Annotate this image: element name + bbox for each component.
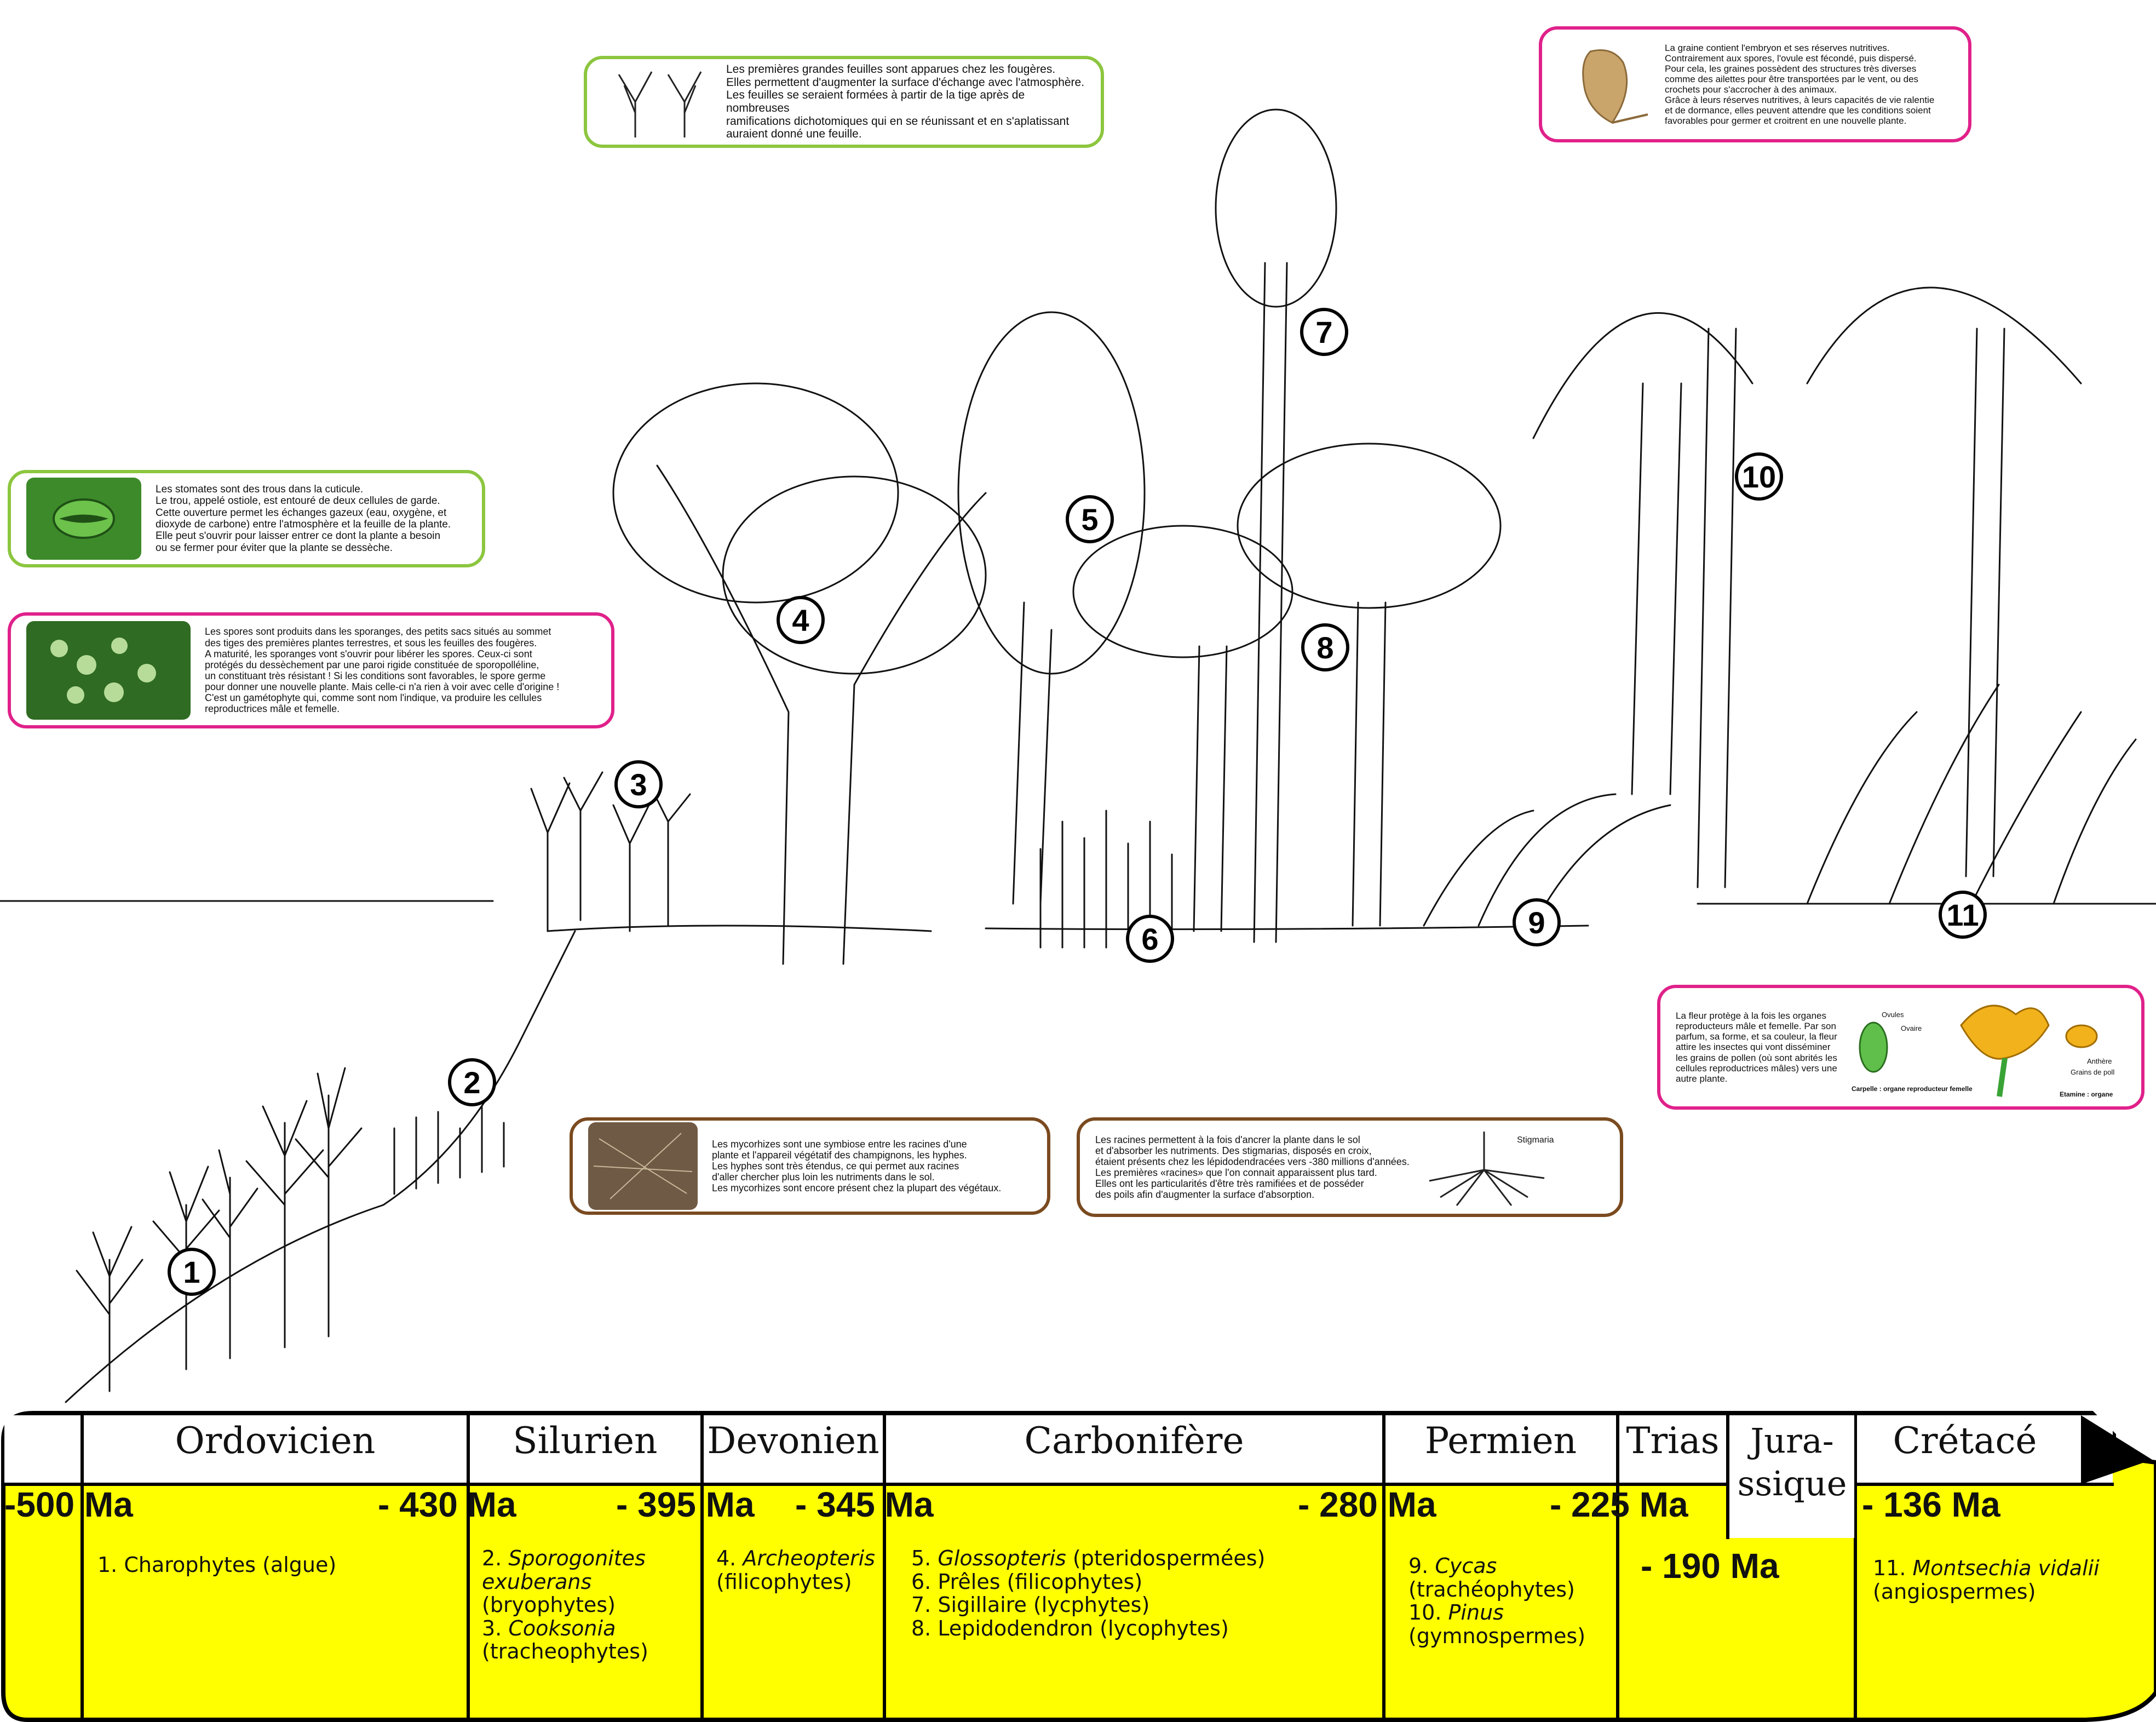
date-190: - 190 Ma — [1641, 1546, 1779, 1586]
taxa-ordovicien: 1. Charophytes (algue) — [97, 1553, 459, 1577]
taxon-3: 3. Cooksonia (tracheophytes) — [482, 1616, 648, 1664]
taxa-carbonifere: 5. Glossopteris (pteridospermées) 6. Prê… — [911, 1547, 1377, 1640]
stomata-photo — [26, 478, 141, 560]
plant-number-6: 6 — [1126, 915, 1174, 963]
flower-info-box: La fleur protège à la fois les organes r… — [1657, 985, 2144, 1110]
stomata-info-box: Les stomates sont des trous dans la cuti… — [8, 470, 485, 567]
dichotomous-branch-illustration — [618, 71, 702, 137]
taxon-11: 11. Montsechia vidalii (angiospermes) — [1873, 1556, 2100, 1604]
plant-number-10: 10 — [1735, 452, 1783, 501]
plant-number-3: 3 — [614, 760, 663, 808]
period-jurassique: Jura- ssique — [1737, 1421, 1847, 1503]
date-280: - 280 Ma — [1298, 1485, 1436, 1524]
leaves-text: Les premières grandes feuilles sont appa… — [726, 63, 1085, 141]
period-permien: Permien — [1424, 1420, 1577, 1462]
plant-number-2: 2 — [448, 1058, 496, 1106]
mycorrhiza-info-box: Les mycorhizes sont une symbiose entre l… — [570, 1117, 1050, 1215]
ovaire-label: Ovaire — [1901, 1024, 1922, 1032]
flower-text: La fleur protège à la fois les organes r… — [1676, 1011, 1837, 1084]
montsechia-drawing — [1806, 684, 2137, 905]
sporogonites-drawing — [393, 1105, 505, 1195]
ground-line — [0, 900, 2156, 932]
stigmaria-label: Stigmaria — [1517, 1135, 1554, 1145]
plant-number-8: 8 — [1301, 623, 1349, 671]
date-136: - 136 Ma — [1862, 1485, 2000, 1524]
cooksonia-drawing — [530, 771, 691, 932]
spores-text: Les spores sont produits dans les sporan… — [205, 626, 560, 715]
taxon-2: 2. Sporogonites exuberans (bryophytes) — [482, 1546, 646, 1617]
taxon-8: 8. Lepidodendron (lycophytes) — [911, 1616, 1229, 1640]
seed-text: La graine contient l'embryon et ses rése… — [1665, 42, 1935, 127]
stigmaria-illustration: Stigmaria — [1429, 1132, 1554, 1206]
pines-drawing — [1532, 286, 2082, 888]
plant-number-5: 5 — [1066, 495, 1114, 543]
period-silurien: Silurien — [513, 1420, 658, 1462]
glossopteris-drawing — [957, 311, 1146, 905]
spores-info-box: Les spores sont produits dans les sporan… — [8, 612, 614, 728]
lepidodendron-drawing — [1072, 443, 1502, 932]
period-cretace: Crétacé — [1893, 1420, 2037, 1462]
taxon-9: 9. Cycas (trachéophytes) — [1408, 1554, 1575, 1602]
mycorrhiza-text: Les mycorhizes sont une symbiose entre l… — [712, 1138, 1002, 1194]
pollen-label: Grains de pollen — [2071, 1068, 2114, 1076]
carpelle-label: Carpelle : organe reproducteur femelle — [1852, 1085, 1973, 1093]
period-carbonifere: Carbonifère — [1024, 1420, 1244, 1462]
stomata-text: Les stomates sont des trous dans la cuti… — [156, 484, 451, 554]
mycorrhiza-photo — [588, 1122, 698, 1210]
date-395: - 395 Ma — [616, 1485, 755, 1524]
plant-number-1: 1 — [168, 1248, 216, 1296]
period-ordovicien: Ordovicien — [175, 1420, 376, 1462]
plant-number-11: 11 — [1939, 891, 1987, 939]
geologic-timeline: Ordovicien Silurien Devonien Carbonifère… — [0, 1408, 2156, 1722]
slope-line — [65, 930, 576, 1403]
date-500: -500 Ma — [4, 1485, 133, 1524]
horsetails-drawing — [1039, 810, 1173, 949]
taxa-permien: 9. Cycas (trachéophytes) 10. Pinus (gymn… — [1408, 1554, 1611, 1648]
roots-text: Les racines permettent à la fois d'ancre… — [1095, 1134, 1410, 1201]
archaeopteris-drawing — [612, 382, 987, 965]
winged-seed-illustration — [1582, 49, 1648, 124]
date-225: - 225 Ma — [1550, 1485, 1688, 1524]
plant-number-4: 4 — [777, 596, 825, 644]
flower-anatomy-illustration: Ovules Ovaire Anthère Grains de pollen C… — [1852, 1005, 2114, 1098]
etamine-label: Etamine : organe reproducteur mâle — [2060, 1090, 2114, 1098]
plant-number-7: 7 — [1300, 308, 1348, 356]
taxon-1: 1. Charophytes (algue) — [97, 1553, 337, 1577]
anthere-label: Anthère — [2087, 1057, 2112, 1065]
period-devonien: Devonien — [707, 1420, 879, 1462]
roots-info-box: Les racines permettent à la fois d'ancre… — [1077, 1117, 1623, 1217]
cycas-drawing — [1423, 793, 1671, 927]
plant-number-9: 9 — [1513, 898, 1561, 946]
date-430: - 430 Ma — [378, 1485, 516, 1524]
taxon-4: 4. Archeopteris (filicophytes) — [716, 1546, 875, 1594]
taxon-6: 6. Prêles (filicophytes) — [911, 1569, 1143, 1594]
vegetation-scene — [0, 108, 2156, 1403]
taxa-devonien: 4. Archeopteris (filicophytes) — [716, 1547, 881, 1593]
taxa-cretace: 11. Montsechia vidalii (angiospermes) — [1873, 1557, 2147, 1603]
date-345: - 345 Ma — [795, 1485, 934, 1524]
seed-info-box: La graine contient l'embryon et ses rése… — [1539, 26, 1971, 142]
leaves-info-box: Les premières grandes feuilles sont appa… — [584, 56, 1104, 148]
taxon-5: 5. Glossopteris (pteridospermées) — [911, 1546, 1266, 1570]
taxon-7: 7. Sigillaire (lycphytes) — [911, 1593, 1150, 1617]
period-trias: Trias — [1626, 1420, 1720, 1462]
taxon-10: 10. Pinus (gymnospermes) — [1408, 1600, 1586, 1648]
timeline-frame — [1, 1411, 2156, 1722]
ovules-label: Ovules — [1882, 1011, 1904, 1019]
taxa-silurien: 2. Sporogonites exuberans (bryophytes) 3… — [482, 1547, 695, 1663]
sporangia-photo — [26, 621, 191, 720]
sigillaria-drawing — [1215, 108, 1337, 943]
